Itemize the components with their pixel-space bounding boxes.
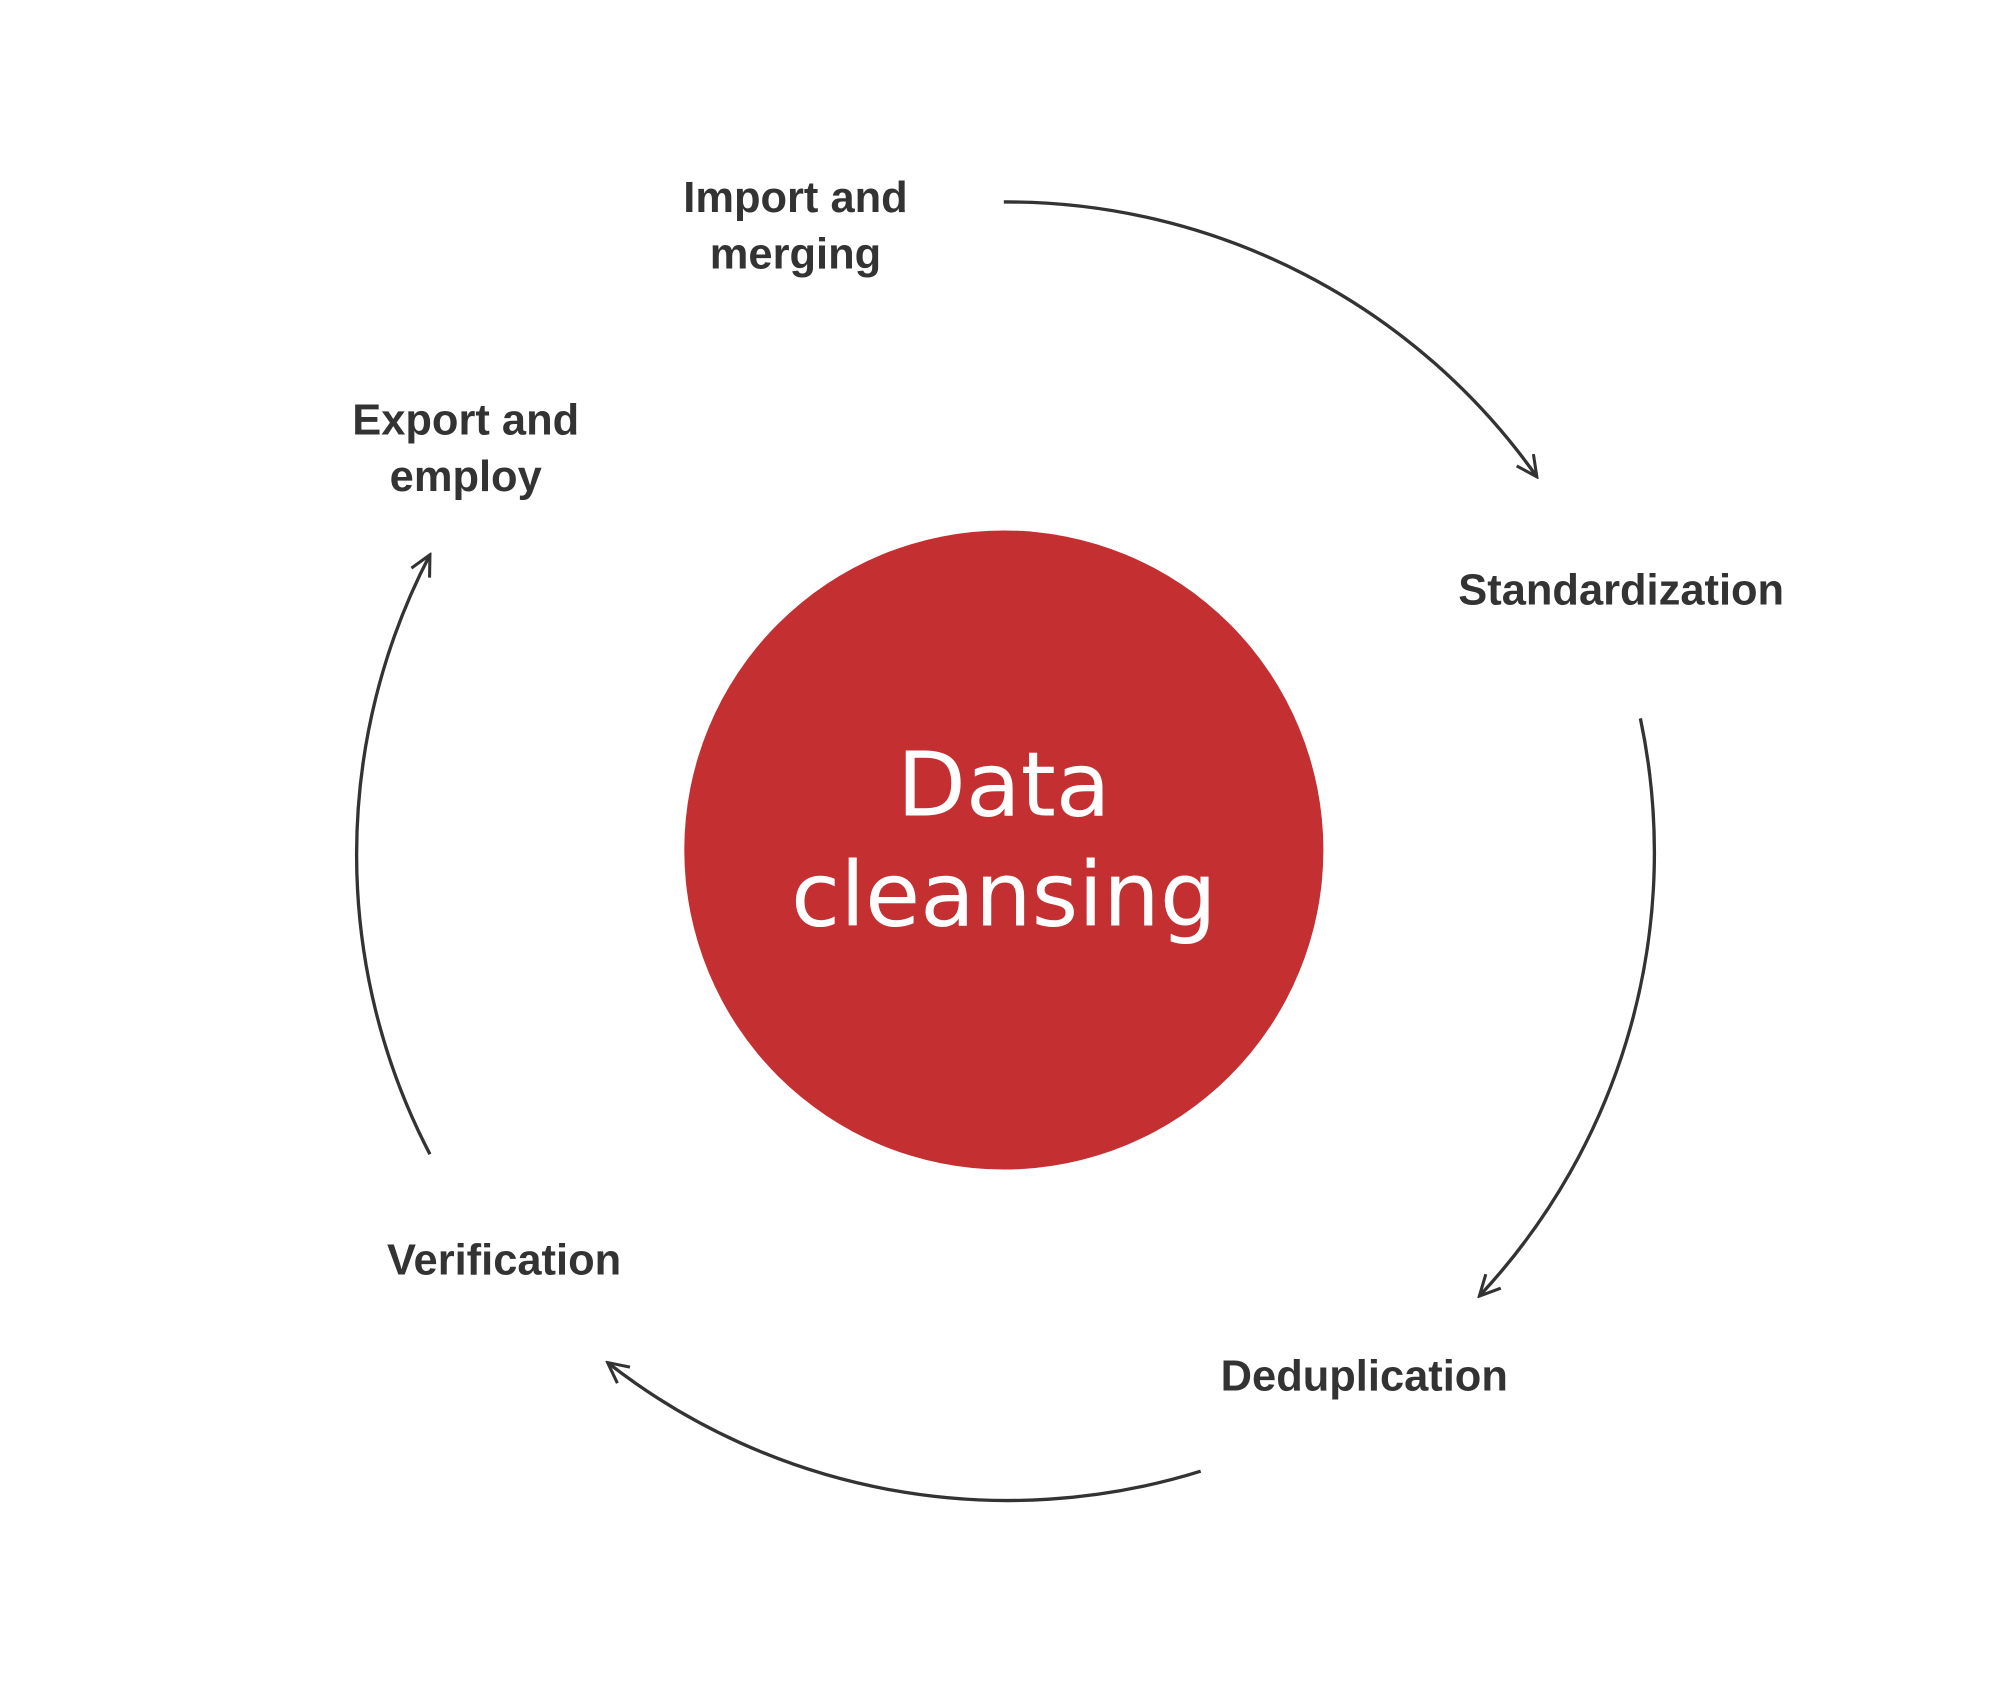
center-circle	[684, 530, 1324, 1170]
arrow-import-to-standardization	[1003, 200, 1537, 477]
step-deduplication: Deduplication	[1221, 1353, 1508, 1401]
center-title-line2: cleansing	[791, 843, 1217, 947]
center-title-line1: Data	[897, 733, 1111, 837]
step-import-line1: Import and	[683, 174, 907, 222]
step-import-line2: merging	[710, 230, 881, 278]
arrow-verification-to-export	[354, 555, 430, 1155]
arrow-deduplication-to-verification	[608, 1363, 1202, 1503]
step-export-line2: employ	[390, 453, 542, 501]
step-verification: Verification	[387, 1236, 621, 1284]
step-export-line1: Export and	[352, 397, 579, 445]
step-standardization: Standardization	[1458, 567, 1784, 615]
arrow-standardization-to-deduplication	[1479, 718, 1656, 1296]
